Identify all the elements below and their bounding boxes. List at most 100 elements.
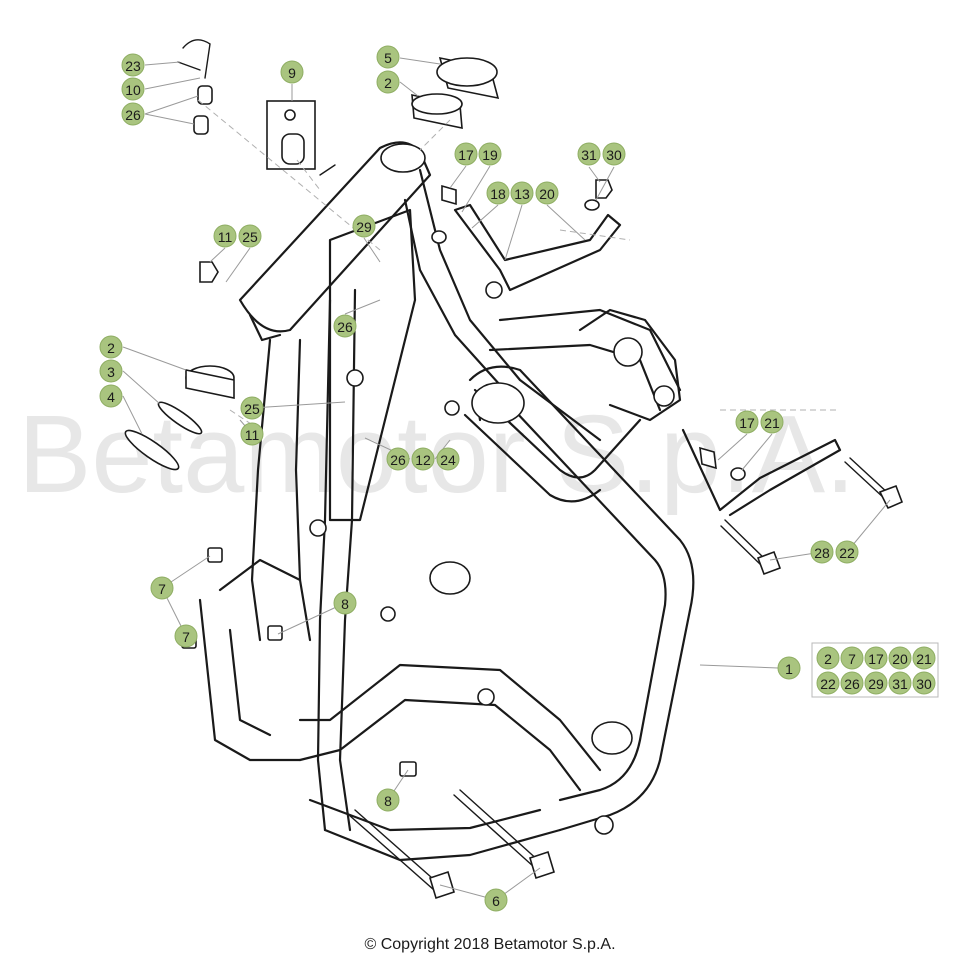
callout-part-1: 1 (777, 656, 801, 680)
callout-number: 26 (337, 319, 353, 335)
callout-number: 2 (384, 75, 392, 91)
callout-part-23: 23 (121, 53, 145, 77)
callout-part-24: 24 (436, 447, 460, 471)
callout-number: 31 (581, 147, 597, 163)
callout-number: 17 (739, 415, 755, 431)
callout-number: 17 (868, 651, 884, 667)
callout-circle (840, 646, 864, 670)
callout-circle (240, 396, 264, 420)
callout-number: 17 (458, 147, 474, 163)
callout-part-4: 4 (99, 384, 123, 408)
callout-part-9: 9 (280, 60, 304, 84)
callout-part-6: 6 (484, 888, 508, 912)
callout-number: 3 (107, 364, 115, 380)
callout-part-26: 26 (333, 314, 357, 338)
callout-number: 12 (415, 452, 431, 468)
callout-circle (333, 591, 357, 615)
callout-circle (888, 646, 912, 670)
callout-circle (888, 671, 912, 695)
callout-number: 29 (868, 676, 884, 692)
callout-part-26: 26 (386, 447, 410, 471)
kit-item-30: 30 (912, 671, 936, 695)
frame-illustration (198, 141, 695, 862)
callout-number: 30 (916, 676, 932, 692)
callout-number: 7 (182, 629, 190, 645)
callout-circle (777, 656, 801, 680)
kit-item-7: 7 (840, 646, 864, 670)
callout-number: 21 (764, 415, 780, 431)
callout-circle (510, 181, 534, 205)
callout-number: 20 (892, 651, 908, 667)
callout-circle (816, 646, 840, 670)
callout-number: 25 (244, 401, 260, 417)
callout-circle (99, 359, 123, 383)
callout-number: 7 (158, 581, 166, 597)
callout-number: 7 (848, 651, 856, 667)
callout-circle (816, 671, 840, 695)
callout-part-17: 17 (735, 410, 759, 434)
callout-circle (376, 788, 400, 812)
callout-circle (386, 447, 410, 471)
callout-number: 24 (440, 452, 456, 468)
leader-lines (122, 57, 891, 901)
callout-part-11: 11 (240, 422, 264, 446)
callout-circle (121, 102, 145, 126)
callout-circle (121, 77, 145, 101)
callout-circle (602, 142, 626, 166)
kit-item-17: 17 (864, 646, 888, 670)
kit-item-21: 21 (912, 646, 936, 670)
callout-part-26: 26 (121, 102, 145, 126)
callout-part-22: 22 (835, 540, 859, 564)
callout-number: 23 (125, 58, 141, 74)
callout-circle (213, 224, 237, 248)
callout-part-29: 29 (352, 214, 376, 238)
callout-circle (454, 142, 478, 166)
callout-circle (577, 142, 601, 166)
callout-number: 13 (514, 186, 530, 202)
callout-part-25: 25 (240, 396, 264, 420)
callout-number: 30 (606, 147, 622, 163)
callout-part-5: 5 (376, 45, 400, 69)
callout-number: 4 (107, 389, 115, 405)
callout-circle (121, 53, 145, 77)
callout-circle (864, 671, 888, 695)
callout-number: 18 (490, 186, 506, 202)
callout-circle (150, 576, 174, 600)
callout-number: 2 (824, 651, 832, 667)
callout-circle (810, 540, 834, 564)
callout-part-17: 17 (454, 142, 478, 166)
callout-part-12: 12 (411, 447, 435, 471)
callout-circle (436, 447, 460, 471)
callout-part-7: 7 (150, 576, 174, 600)
callout-part-21: 21 (760, 410, 784, 434)
kit-item-29: 29 (864, 671, 888, 695)
callout-part-2: 2 (376, 70, 400, 94)
callout-part-7: 7 (174, 624, 198, 648)
callout-part-10: 10 (121, 77, 145, 101)
small-parts (124, 39, 904, 900)
callout-number: 5 (384, 50, 392, 66)
callout-circle (376, 45, 400, 69)
callout-part-8: 8 (333, 591, 357, 615)
callout-part-20: 20 (535, 181, 559, 205)
callout-circle (238, 224, 262, 248)
callout-number: 22 (820, 676, 836, 692)
callout-circle (99, 335, 123, 359)
callout-number: 11 (218, 229, 233, 245)
kit-item-2: 2 (816, 646, 840, 670)
callout-number: 10 (125, 82, 141, 98)
kit-item-22: 22 (816, 671, 840, 695)
kit-item-26: 26 (840, 671, 864, 695)
callout-part-30: 30 (602, 142, 626, 166)
callout-number: 26 (125, 107, 141, 123)
callout-circle (478, 142, 502, 166)
callout-circle (99, 384, 123, 408)
callout-number: 6 (492, 893, 500, 909)
callout-number: 20 (539, 186, 555, 202)
callout-circle (376, 70, 400, 94)
copyright-text: © Copyright 2018 Betamotor S.p.A. (364, 936, 616, 953)
callout-part-31: 31 (577, 142, 601, 166)
callout-number: 9 (288, 65, 296, 81)
